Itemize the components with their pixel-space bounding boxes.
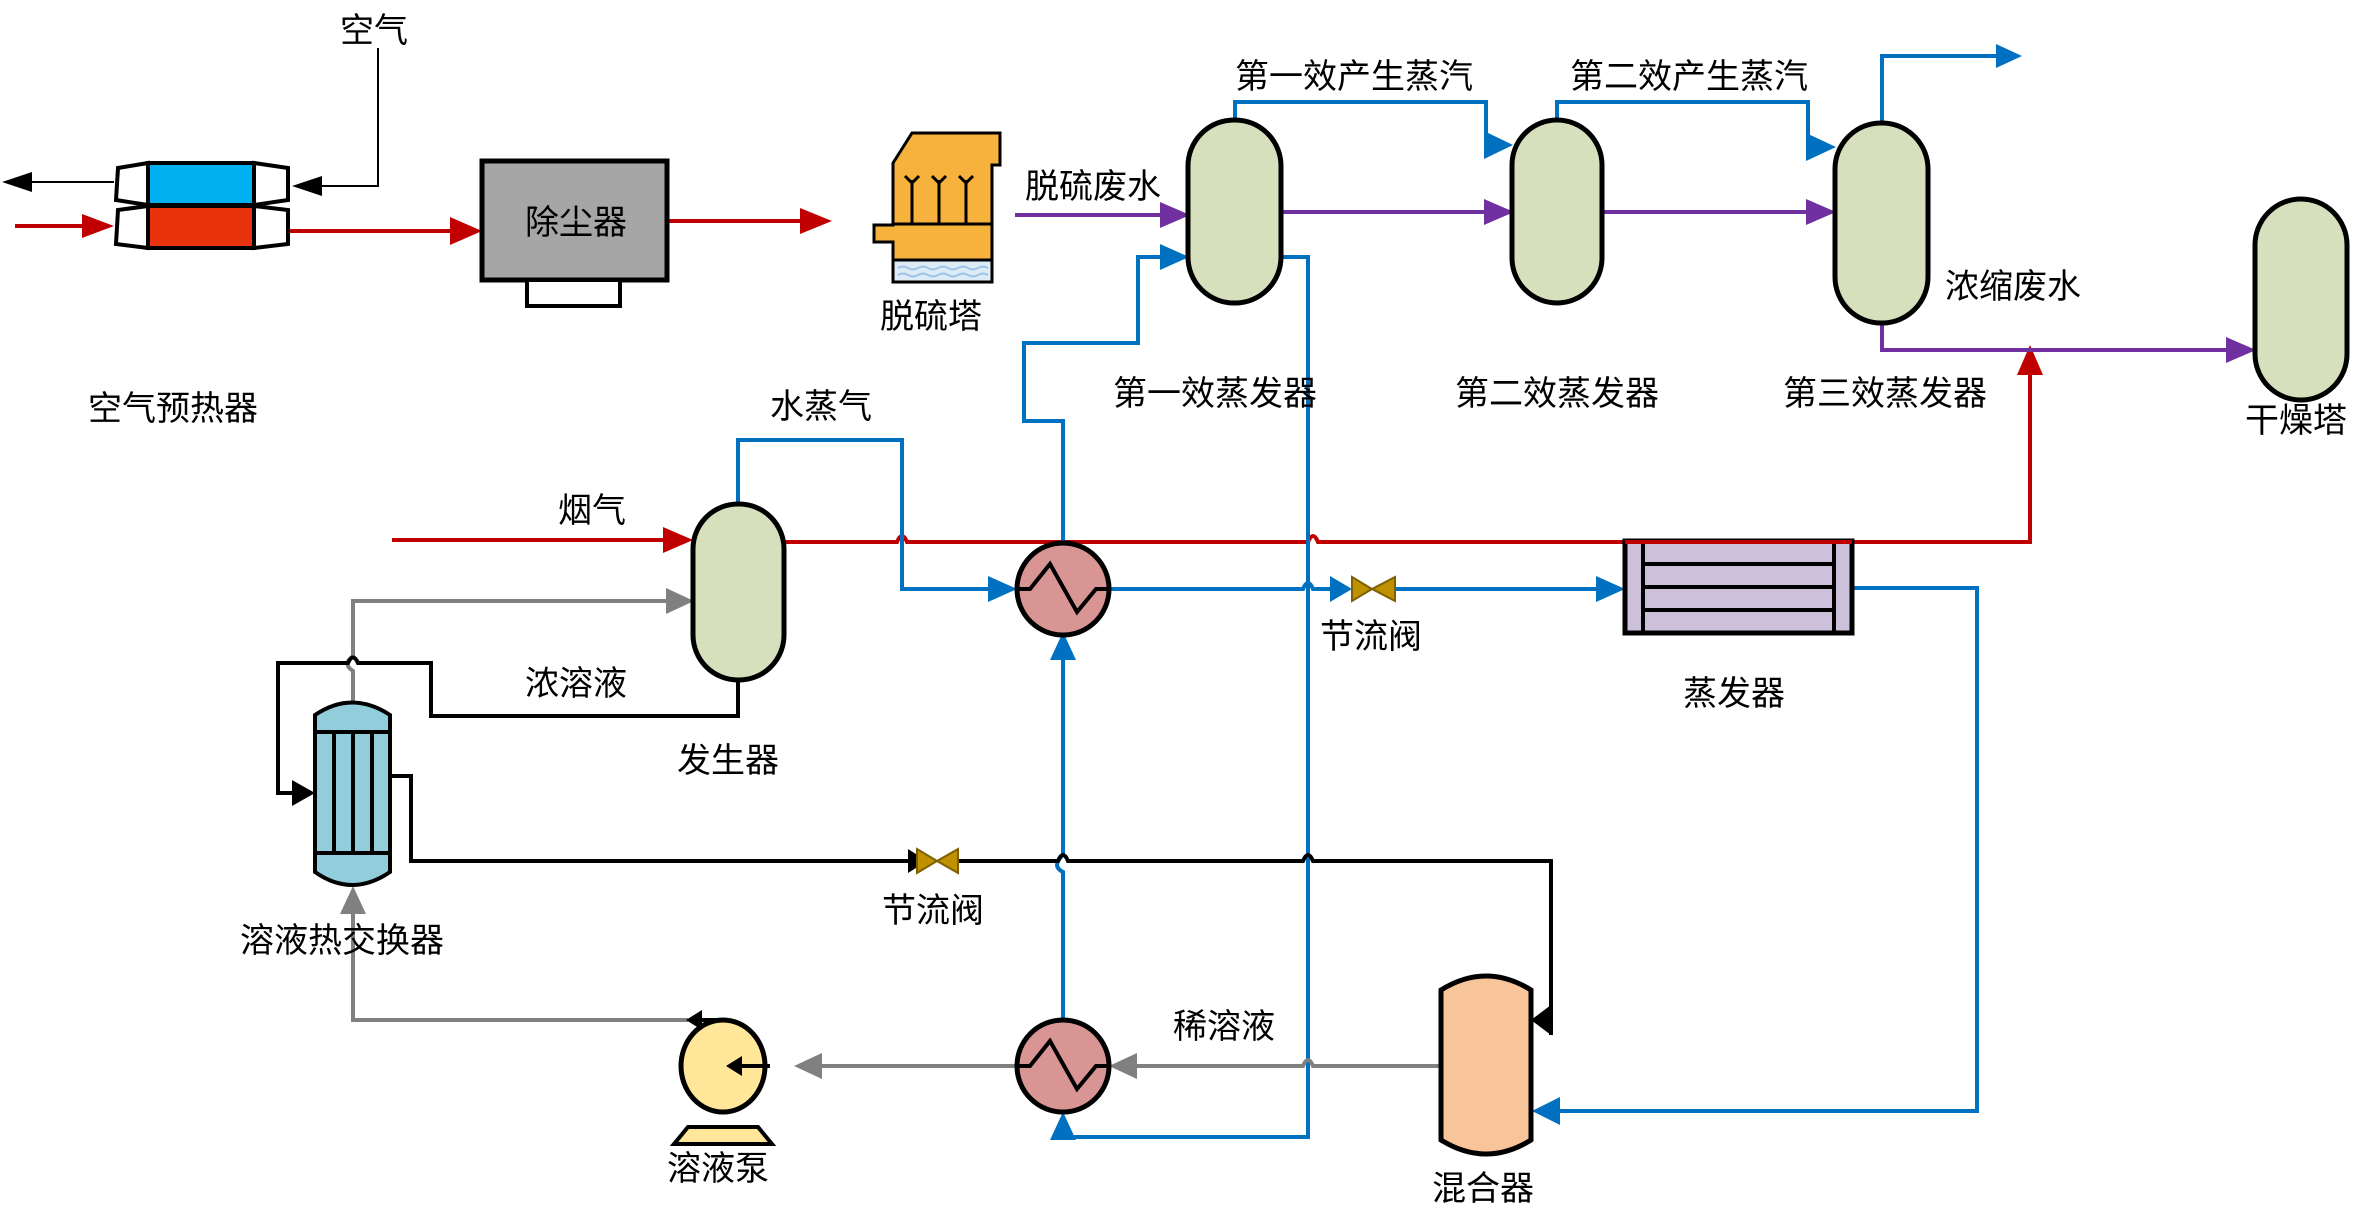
label-weak-solution: 稀溶液 (1173, 1007, 1275, 1047)
arrow-icon (1484, 199, 1514, 225)
label-evaporator-3: 第三效蒸发器 (1783, 374, 1987, 414)
throttle-valve-1[interactable] (1351, 575, 1396, 603)
air-preheater[interactable] (113, 160, 290, 251)
label-solution-hx: 溶液热交换器 (240, 921, 444, 961)
dust-collector[interactable] (479, 158, 670, 308)
arrow-icon (663, 527, 693, 553)
arrow-icon (450, 217, 482, 245)
label-evaporator: 蒸发器 (1683, 674, 1785, 714)
label-strong-solution: 浓溶液 (525, 664, 627, 704)
label-desulfurization-tower: 脱硫塔 (880, 297, 982, 337)
upper-heat-exchanger[interactable] (1014, 540, 1112, 638)
lower-heat-exchanger[interactable] (1014, 1017, 1112, 1115)
desulfurization-tower[interactable] (872, 131, 1002, 284)
label-evaporator-2: 第二效蒸发器 (1455, 374, 1659, 414)
strong-solution-lines (276, 655, 1553, 1035)
label-throttle-valve-1: 节流阀 (1320, 617, 1422, 657)
evaporator-3[interactable] (1832, 120, 1931, 326)
evaporator-unit[interactable] (1622, 538, 1855, 636)
weak-solution-lines (340, 588, 1441, 1079)
solution-heat-exchanger[interactable] (313, 700, 392, 887)
arrow-icon (794, 1053, 822, 1079)
arrow-icon (1109, 1053, 1137, 1079)
arrow-icon (340, 886, 366, 914)
arrow-icon (82, 214, 114, 238)
label-effect2-steam: 第二效产生蒸汽 (1570, 57, 1808, 97)
arrow-icon (292, 176, 322, 196)
label-dust-collector: 除尘器 (525, 203, 627, 243)
flue-gas-lines (15, 208, 2043, 553)
label-effect1-steam: 第一效产生蒸汽 (1235, 57, 1473, 97)
arrow-icon (1806, 133, 1836, 161)
arrow-icon (1532, 1097, 1560, 1125)
arrow-icon (666, 588, 694, 614)
arrow-icon (1531, 1005, 1551, 1035)
label-flue-gas: 烟气 (558, 491, 626, 531)
drying-tower[interactable] (2252, 196, 2350, 403)
arrow-icon (988, 576, 1017, 602)
arrow-icon (1996, 44, 2022, 68)
arrow-icon (1050, 632, 1076, 660)
label-water-vapor: 水蒸气 (770, 387, 872, 427)
preheater-air-side (146, 161, 256, 207)
label-air-preheater: 空气预热器 (88, 389, 258, 429)
air-lines (2, 48, 379, 196)
arrow-icon (1330, 576, 1352, 602)
arrow-icon (292, 780, 315, 806)
arrow-icon (2226, 337, 2256, 363)
steam-lines (736, 44, 2022, 1140)
evaporator-1[interactable] (1185, 117, 1284, 306)
arrow-icon (1484, 131, 1513, 159)
throttle-valve-2[interactable] (916, 847, 959, 875)
evaporator-2[interactable] (1509, 117, 1605, 306)
wastewater-lines (1015, 199, 2256, 363)
arrow-icon (1160, 202, 1190, 228)
arrow-icon (800, 208, 832, 234)
mixer[interactable] (1438, 973, 1534, 1157)
label-throttle-valve-2: 节流阀 (882, 891, 984, 931)
label-air: 空气 (340, 11, 408, 51)
label-evaporator-1: 第一效蒸发器 (1113, 374, 1317, 414)
label-drying-tower: 干燥塔 (2245, 401, 2347, 441)
label-desulf-wastewater: 脱硫废水 (1025, 167, 1161, 207)
arrow-icon (1160, 244, 1189, 270)
generator[interactable] (690, 501, 787, 683)
arrow-icon (1806, 199, 1836, 225)
label-generator: 发生器 (677, 741, 779, 781)
arrow-icon (1596, 576, 1625, 602)
label-concentrated-wastewater: 浓缩废水 (1945, 267, 2081, 307)
label-solution-pump: 溶液泵 (667, 1149, 769, 1189)
preheater-gas-side (146, 204, 256, 250)
arrow-icon (1050, 1112, 1076, 1140)
arrow-icon (2, 172, 32, 192)
solution-pump[interactable] (669, 1010, 777, 1146)
label-mixer: 混合器 (1432, 1169, 1534, 1209)
arrow-icon (2017, 345, 2043, 375)
